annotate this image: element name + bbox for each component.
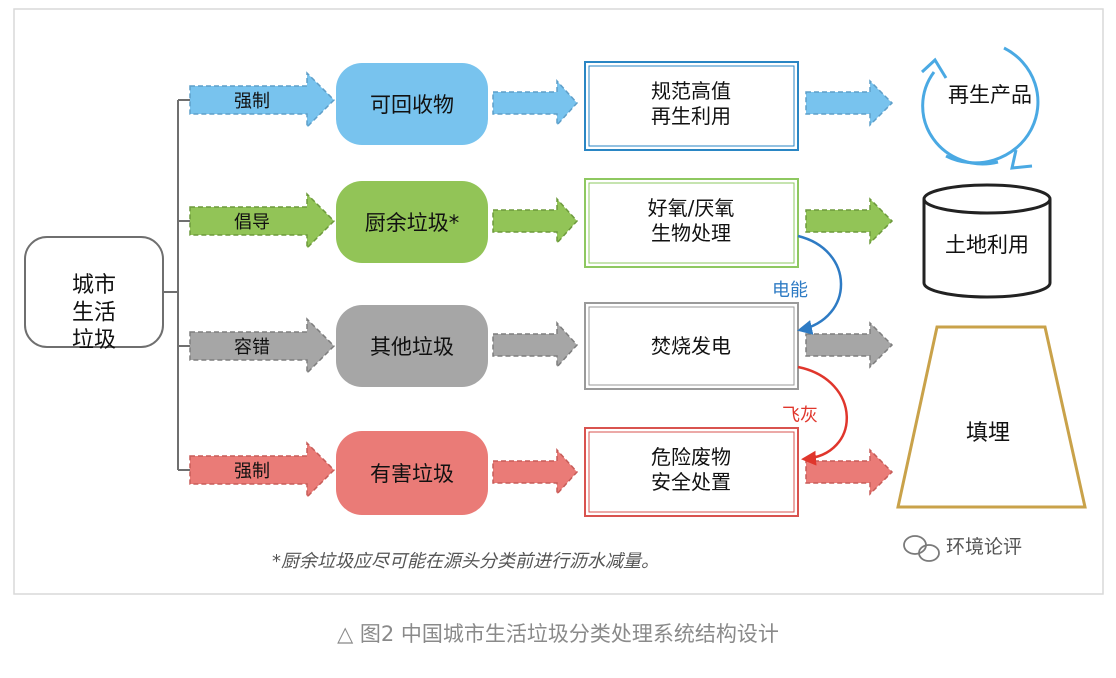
output-arrow — [805, 79, 894, 127]
wechat-icon — [903, 535, 940, 562]
row-recyclables: 强制 可回收物 规范高值再生利用 再生产品 — [189, 46, 1040, 170]
category-label: 厨余垃圾* — [365, 211, 460, 235]
process-label: 好氧/厌氧生物处理 — [648, 196, 735, 245]
policy-arrow — [189, 71, 336, 129]
landfill-shape — [896, 325, 1087, 509]
treatment-arrow — [492, 321, 579, 369]
figure-caption: △ 图2 中国城市生活垃圾分类处理系统结构设计 — [337, 622, 779, 646]
process-box — [584, 61, 799, 151]
policy-label: 倡导 — [234, 212, 270, 233]
fly-ash-label: 飞灰 — [782, 405, 818, 426]
treatment-arrow — [492, 197, 579, 245]
row-other-waste: 容错 其他垃圾 焚烧发电 — [189, 302, 894, 390]
category-box — [336, 431, 488, 515]
outcome-label: 再生产品 — [948, 83, 1032, 107]
category-box — [336, 305, 488, 387]
landfill-label: 填埋 — [966, 421, 1010, 446]
output-arrow — [805, 321, 894, 369]
output-arrow — [805, 448, 894, 496]
bracket-connector — [163, 99, 190, 471]
outcome-label: 土地利用 — [945, 233, 1029, 257]
policy-arrow — [189, 317, 336, 375]
policy-arrow — [189, 192, 336, 250]
category-label: 可回收物 — [370, 93, 454, 117]
footnote: *厨余垃圾应尽可能在源头分类前进行沥水减量。 — [272, 551, 659, 572]
category-label: 其他垃圾 — [370, 335, 454, 359]
category-label: 有害垃圾 — [370, 462, 454, 486]
watermark-label: 环境论评 — [946, 536, 1022, 558]
process-box — [584, 427, 799, 517]
category-box — [336, 63, 488, 145]
category-box — [336, 181, 488, 263]
process-label: 焚烧发电 — [651, 334, 731, 358]
output-arrow — [805, 197, 894, 245]
treatment-arrow — [492, 448, 579, 496]
process-label: 危险废物安全处置 — [651, 445, 731, 494]
policy-label: 强制 — [234, 461, 270, 482]
cylinder-shape — [922, 183, 1052, 299]
fly-ash-flow-arrow — [797, 365, 848, 466]
process-box — [584, 302, 799, 390]
policy-label: 强制 — [234, 91, 270, 112]
row-hazardous-waste: 强制 有害垃圾 危险废物安全处置 — [189, 427, 894, 517]
electricity-flow-arrow — [797, 234, 843, 335]
treatment-arrow — [492, 79, 579, 127]
policy-label: 容错 — [234, 337, 270, 358]
source-label: 城市生活垃圾 — [72, 273, 116, 353]
policy-arrow — [189, 441, 336, 499]
process-box — [584, 178, 799, 268]
process-label: 规范高值再生利用 — [651, 79, 731, 128]
electricity-label: 电能 — [772, 280, 808, 301]
row-food-waste: 倡导 厨余垃圾* 好氧/厌氧生物处理 土地利用 — [189, 178, 1052, 299]
